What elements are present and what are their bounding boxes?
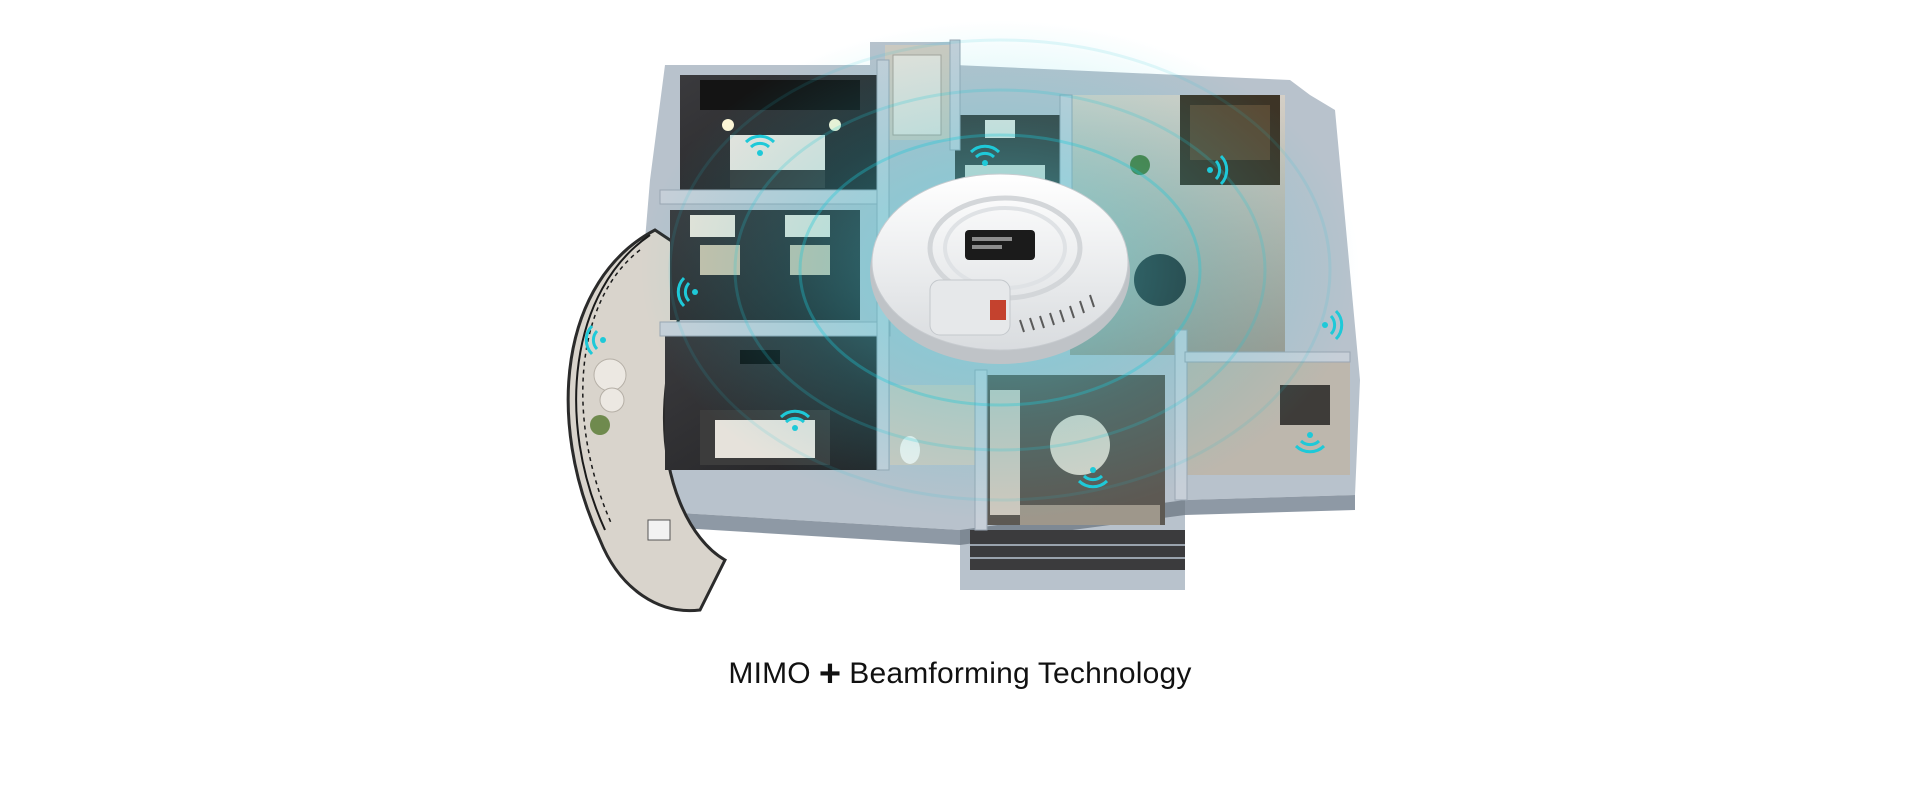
wifi-icon [1322, 309, 1344, 341]
wifi-icon [1207, 154, 1229, 186]
balcony-railing-bottom [970, 530, 1185, 570]
wifi-icon [676, 276, 698, 308]
wifi-icon [779, 409, 811, 431]
wifi-icon [1077, 467, 1109, 489]
caption-beamforming: Beamforming Technology [849, 657, 1192, 690]
access-point-device [870, 173, 1130, 364]
wifi-icon [969, 144, 1001, 166]
caption-plus: + [818, 653, 842, 695]
caption: MIMO+Beamforming Technology [0, 650, 1920, 695]
wifi-icon [744, 134, 776, 156]
wifi-icon [1294, 432, 1326, 454]
caption-mimo: MIMO [728, 657, 811, 690]
wifi-icon [584, 324, 606, 356]
balcony [566, 228, 727, 613]
